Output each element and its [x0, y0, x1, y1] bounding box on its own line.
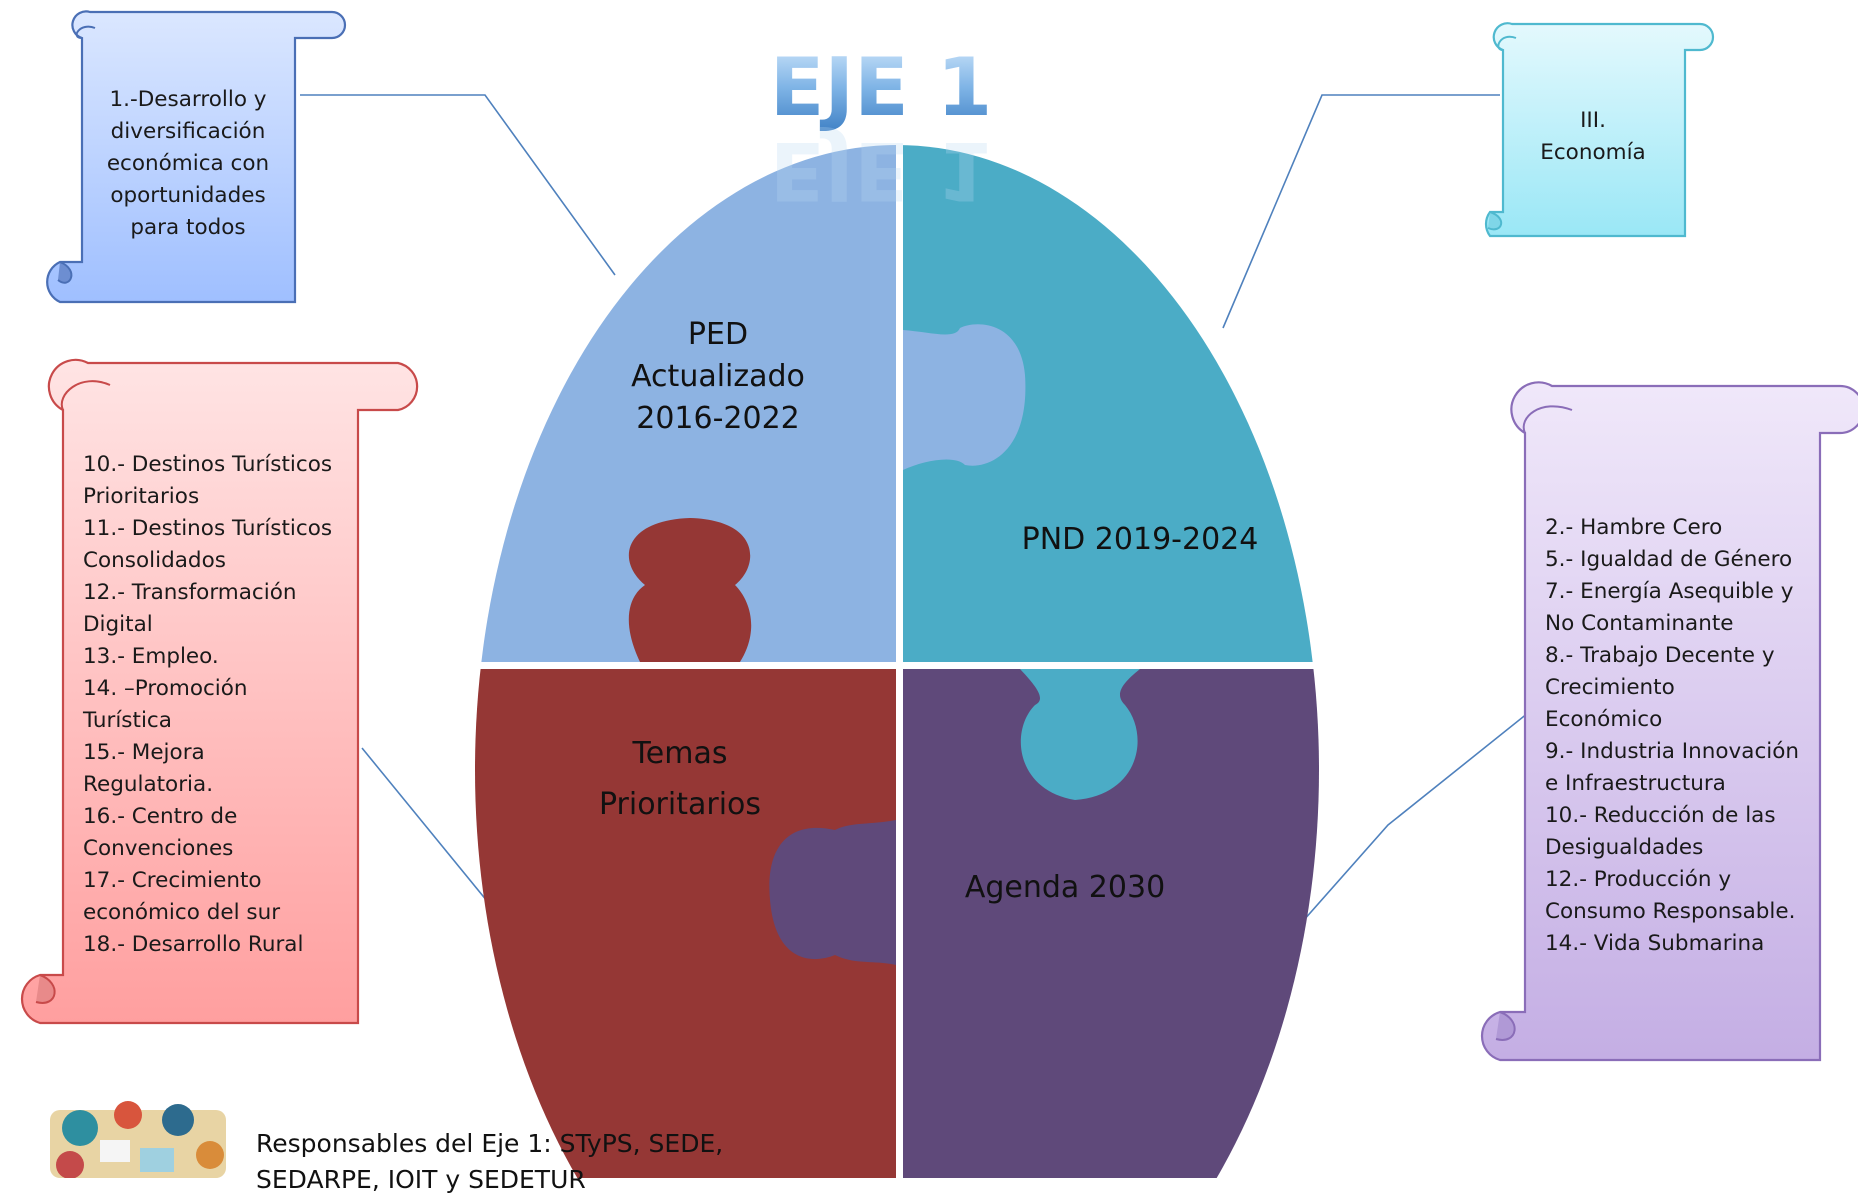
knob-bottom-right-tab	[769, 820, 896, 965]
scroll-red-line: Regulatoria.	[83, 772, 214, 797]
scroll-purple-line: Crecimiento	[1545, 675, 1675, 700]
scroll-red-line: Consolidados	[83, 548, 226, 573]
piece-bottom-left	[475, 669, 896, 1178]
connector-cyan	[1222, 94, 1500, 329]
scroll-red-line: Convenciones	[83, 836, 234, 861]
piece-label-temas: Temas Prioritarios	[598, 736, 762, 822]
scroll-purple-line: 8.- Trabajo Decente y	[1545, 643, 1775, 668]
scroll-red	[20, 358, 419, 1025]
scroll-purple-line: Económico	[1545, 707, 1663, 732]
scroll-purple	[1480, 381, 1858, 1062]
scroll-purple-line: Consumo Responsable.	[1545, 899, 1796, 924]
piece-bottom-right	[903, 669, 1319, 1178]
footer-responsables: Responsables del Eje 1: STyPS, SEDE, SED…	[256, 1129, 724, 1194]
scroll-blue-text: 1.-Desarrollo y diversificación económica …	[98, 84, 278, 244]
team-meeting-icon	[50, 1101, 226, 1178]
scroll-red-line: 16.- Centro de	[83, 804, 238, 829]
scroll-cyan	[1484, 22, 1715, 238]
scroll-red-line: 10.- Destinos Turísticos	[83, 452, 333, 477]
scroll-purple-line: 5.- Igualdad de Género	[1545, 547, 1793, 572]
scroll-red-line: 12.- Transformación	[83, 580, 297, 605]
scroll-red-line: 13.- Empleo.	[83, 644, 219, 669]
piece-label-ped: PED Actualizado 2016-2022	[631, 317, 805, 436]
connector-blue	[300, 94, 616, 276]
scroll-purple-line: 10.- Reducción de las	[1545, 803, 1776, 828]
scroll-red-line: Digital	[83, 612, 153, 637]
scroll-red-line: 18.- Desarrollo Rural	[83, 932, 304, 957]
scroll-cyan-text: III. Economía	[1513, 105, 1673, 169]
scroll-purple-line: 7.- Energía Asequible y	[1545, 579, 1794, 604]
scroll-purple-line: 9.- Industria Innovación	[1545, 739, 1800, 764]
scroll-purple-line: 12.- Producción y	[1545, 867, 1732, 892]
scroll-cyan-line: Economía	[1540, 140, 1646, 165]
title-group: EJE 1 EJE 1	[768, 40, 994, 218]
scroll-red-line: Prioritarios	[83, 484, 200, 509]
knob-top-left-tab	[903, 324, 1026, 470]
knob-bottom-left-tab	[628, 518, 752, 662]
piece-label-agenda: Agenda 2030	[964, 870, 1166, 905]
piece-label-pnd: PND 2019-2024	[1021, 522, 1259, 557]
scroll-red-line: 14. –Promoción	[83, 676, 248, 701]
scroll-red-line: Turística	[83, 708, 172, 733]
scroll-blue-line: oportunidades	[110, 183, 266, 208]
title-reflection: EJE 1	[770, 124, 993, 217]
scroll-blue-line: para todos	[130, 215, 246, 240]
scroll-purple-line: No Contaminante	[1545, 611, 1734, 636]
scroll-cyan-line: III.	[1580, 108, 1606, 133]
title-text: EJE 1	[770, 41, 993, 134]
puzzle	[475, 145, 1319, 1178]
piece-top-right	[903, 145, 1319, 662]
scroll-purple-line: 14.- Vida Submarina	[1545, 931, 1765, 956]
scroll-red-line: 17.- Crecimiento	[83, 868, 262, 893]
scroll-red-line: 11.- Destinos Turísticos	[83, 516, 333, 541]
scroll-red-line: económico del sur	[83, 900, 281, 925]
scroll-purple-line: Desigualdades	[1545, 835, 1704, 860]
scroll-blue-line: económica con	[106, 151, 270, 176]
scroll-blue	[46, 10, 347, 304]
scroll-blue-line: diversificación	[110, 119, 266, 144]
knob-top-right-tab	[1020, 669, 1140, 800]
scroll-red-line: 15.- Mejora	[83, 740, 205, 765]
scroll-blue-line: 1.-Desarrollo y	[109, 87, 267, 112]
scroll-purple-text: 2.- Hambre Cero 5.- Igualdad de Género 7.-…	[1545, 512, 1825, 960]
scroll-purple-line: e Infraestructura	[1545, 771, 1726, 796]
scroll-purple-line: 2.- Hambre Cero	[1545, 515, 1723, 540]
